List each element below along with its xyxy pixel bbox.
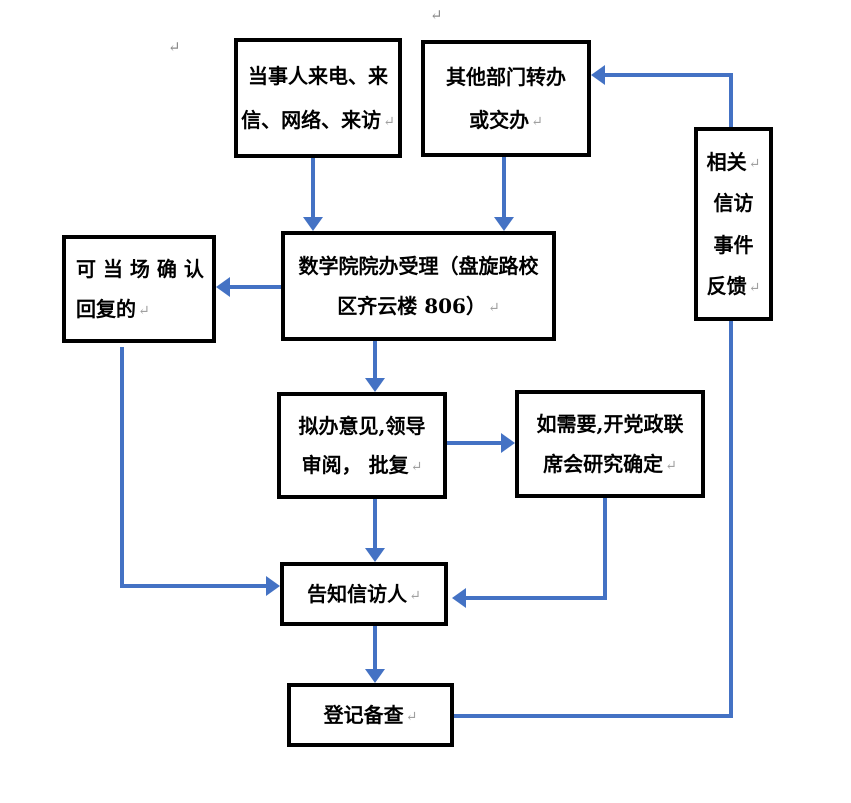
node-text: 席会研究确定 (543, 452, 664, 476)
node-joint-meeting[interactable]: 如需要,开党政联 席会研究确定↵ (515, 390, 705, 498)
node-text: 数学院院办受理（盘旋路校 (298, 253, 539, 278)
arrowhead-left-icon (452, 588, 466, 608)
return-mark-icon: ↵ (531, 114, 543, 130)
node-text: 登记备查 (323, 703, 404, 727)
connector-acceptance-to-draft (373, 341, 377, 379)
connector-acceptance-to-onspot (230, 285, 281, 289)
return-mark-icon: ↵ (430, 6, 443, 24)
arrowhead-down-icon (365, 548, 385, 562)
connector-feedback-to-otherdept-vertical (729, 75, 733, 127)
return-mark-icon: ↵ (168, 38, 181, 56)
return-mark-icon: ↵ (409, 588, 421, 604)
arrowhead-left-icon (591, 65, 605, 85)
connector-register-to-feedback-vertical (729, 321, 733, 718)
return-mark-icon: ↵ (665, 458, 677, 474)
node-text: 事件 (713, 232, 754, 257)
connector-party-to-acceptance (311, 158, 315, 217)
return-mark-icon: ↵ (138, 303, 150, 319)
return-mark-icon: ↵ (748, 279, 761, 296)
node-feedback[interactable]: 相关↵ 信访 事件 反馈↵ (694, 127, 773, 321)
node-text: 当事人来电、来 (248, 64, 388, 88)
node-party-contact[interactable]: 当事人来电、来 信、网络、来访↵ (234, 38, 402, 158)
node-text: 或交办 (469, 108, 530, 132)
connector-meeting-to-inform-horizontal (466, 596, 607, 600)
node-text: 审阅， 批复 (301, 453, 409, 478)
node-text: 信访 (713, 191, 754, 216)
connector-onspot-to-inform-horizontal (120, 584, 266, 588)
connector-feedback-to-otherdept-horizontal (605, 73, 733, 77)
return-mark-icon: ↵ (748, 156, 761, 173)
arrowhead-right-icon (501, 433, 515, 453)
node-text: 信、网络、来访 (241, 108, 382, 132)
node-text: 告知信访人 (307, 582, 408, 606)
node-register[interactable]: 登记备查↵ (287, 683, 454, 747)
arrowhead-down-icon (365, 378, 385, 392)
node-other-dept[interactable]: 其他部门转办 或交办↵ (421, 40, 591, 157)
connector-draft-to-meeting (447, 441, 501, 445)
connector-register-to-feedback-horizontal (454, 714, 733, 718)
return-mark-icon: ↵ (383, 114, 395, 130)
connector-inform-to-register (373, 626, 377, 670)
node-text: 相关 (706, 150, 747, 175)
arrowhead-down-icon (494, 217, 514, 231)
node-text: 区齐云楼 806） (337, 294, 486, 319)
arrowhead-down-icon (303, 217, 323, 231)
node-text: 可 当 场 确 认 (76, 257, 204, 281)
arrowhead-left-icon (216, 277, 230, 297)
return-mark-icon: ↵ (410, 459, 423, 476)
node-text: 拟办意见,领导 (298, 413, 426, 438)
connector-meeting-to-inform-vertical (603, 498, 607, 600)
arrowhead-right-icon (266, 576, 280, 596)
node-acceptance[interactable]: 数学院院办受理（盘旋路校 区齐云楼 806）↵ (281, 231, 556, 341)
node-text: 回复的 (76, 297, 136, 321)
return-mark-icon: ↵ (487, 300, 500, 317)
return-mark-icon: ↵ (405, 709, 418, 725)
node-on-spot-reply[interactable]: 可 当 场 确 认 回复的↵ (62, 235, 216, 343)
node-inform-petitioner[interactable]: 告知信访人↵ (280, 562, 448, 626)
node-draft-opinion[interactable]: 拟办意见,领导 审阅， 批复↵ (277, 392, 447, 499)
node-text: 如需要,开党政联 (536, 412, 684, 436)
connector-otherdept-to-acceptance (502, 157, 506, 217)
arrowhead-down-icon (365, 669, 385, 683)
connector-draft-to-inform (373, 499, 377, 549)
node-text: 其他部门转办 (446, 65, 566, 89)
connector-onspot-to-inform-vertical (120, 347, 124, 588)
node-text: 反馈 (706, 273, 747, 298)
